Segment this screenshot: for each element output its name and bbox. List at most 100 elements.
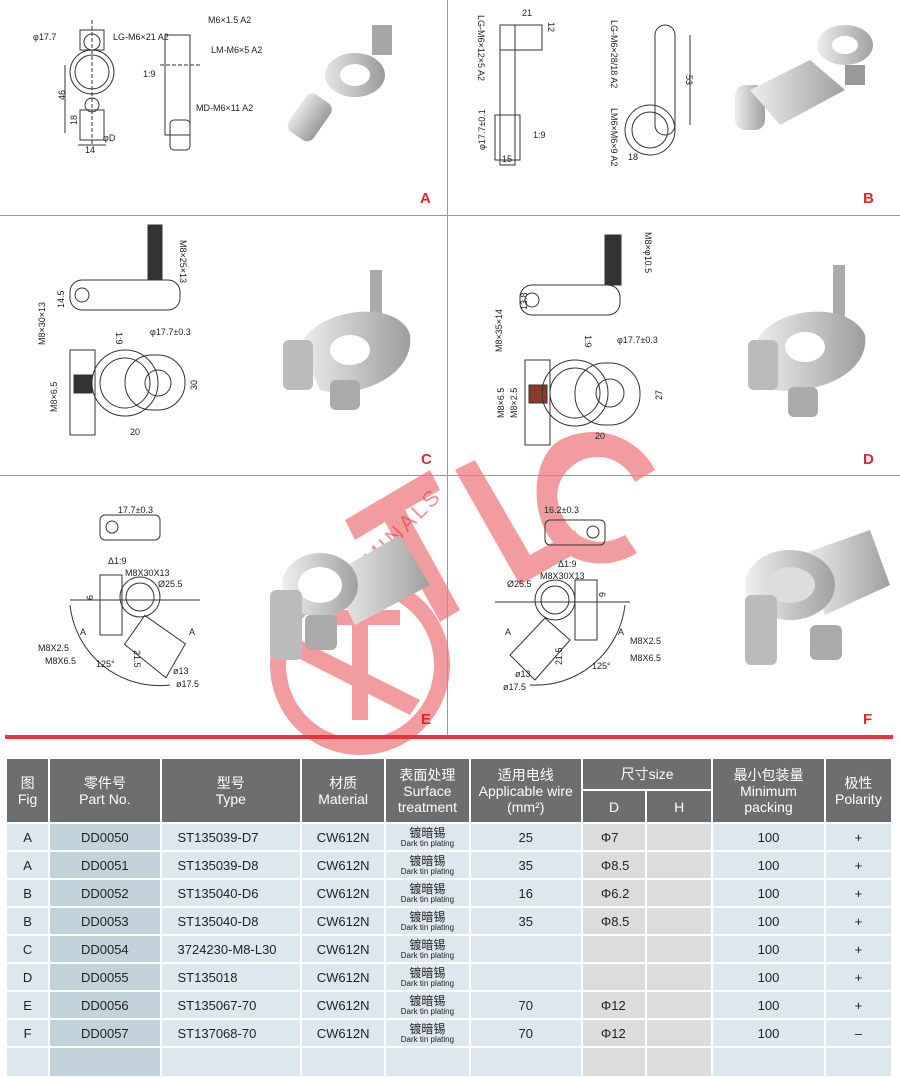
figure-letter-c: C <box>421 451 432 468</box>
technical-drawing-e <box>69 514 200 687</box>
cell-h <box>645 878 714 908</box>
cell-h <box>645 990 714 1020</box>
dimension-label: M8×6.5 <box>49 381 59 412</box>
figure-panel-e <box>0 475 447 735</box>
dimension-label: M8X2.5 <box>38 643 70 653</box>
dimension-label: 21.5 <box>132 650 142 668</box>
cell-h <box>645 1018 714 1048</box>
cell-packing: 100 <box>711 934 826 964</box>
cell-part: DD0052 <box>48 878 162 908</box>
cell-type: ST137068-70 <box>159 1018 302 1048</box>
dimension-label: ø13 <box>515 669 531 679</box>
surface-en: Dark tin plating <box>400 894 455 904</box>
dimension-label: 125° <box>96 659 115 669</box>
dimension-label: 14.5 <box>56 290 66 308</box>
cell-type: ST135067-70 <box>159 990 302 1020</box>
cell-fig: C <box>4 934 51 964</box>
figure-panel-a <box>0 0 447 215</box>
surface-cn: 镀暗锡 <box>409 909 446 924</box>
surface-cn: 镀暗锡 <box>409 993 446 1008</box>
cell-part: DD0055 <box>48 962 162 992</box>
cell-packing: 100 <box>711 878 826 908</box>
cell-polarity: + <box>823 850 894 880</box>
dimension-label: A <box>505 627 512 637</box>
cell-polarity: + <box>823 990 894 1020</box>
dimension-label: 6 <box>85 594 95 600</box>
col-header-size: 尺寸size <box>580 757 714 791</box>
cell-polarity: – <box>823 1018 894 1048</box>
panel-divider <box>0 215 900 216</box>
dimension-label: M8×25×13 <box>178 240 188 284</box>
dimension-label: 20 <box>130 427 141 437</box>
cell-type: ST135018 <box>159 962 302 992</box>
cell-h <box>645 1046 714 1078</box>
cell-h <box>645 850 714 880</box>
cell-d: Φ8.5 <box>580 850 648 880</box>
col-header-h: H <box>645 789 714 824</box>
cell-wire: 35 <box>468 906 583 936</box>
surface-en: Dark tin plating <box>400 1034 455 1044</box>
dimension-label: 53 <box>684 75 694 86</box>
dimension-label: M8X30X13 <box>540 571 585 581</box>
cell-wire: 16 <box>468 878 583 908</box>
dimension-label: LM-M6×5 A2 <box>211 45 263 55</box>
cell-type: ST135040-D6 <box>159 878 302 908</box>
surface-cn: 镀暗锡 <box>409 1021 446 1036</box>
dimension-label: 16.2±0.3 <box>544 505 579 515</box>
product-photo-c <box>283 270 411 410</box>
cell-d: Φ12 <box>580 1018 648 1048</box>
cell-polarity: + <box>823 822 894 852</box>
cell-h <box>645 962 714 992</box>
figure-letter-e: E <box>421 711 432 728</box>
dimension-label: 125° <box>592 661 611 671</box>
dimension-label: ø17.5 <box>503 682 527 692</box>
cell-polarity: + <box>823 878 894 908</box>
dimension-label: Ø25.5 <box>507 579 532 589</box>
cell-polarity <box>823 1046 894 1078</box>
technical-drawing-b <box>494 24 691 166</box>
surface-en: Dark tin plating <box>400 838 455 848</box>
cell-fig: F <box>4 1018 51 1048</box>
surface-cn: 镀暗锡 <box>409 937 446 952</box>
dimension-label: M8×2.5 <box>509 387 519 418</box>
panel-divider <box>0 475 900 476</box>
figure-panel-d <box>450 215 900 475</box>
cell-material: CW612N <box>299 1018 387 1048</box>
dimension-label: 17.7±0.3 <box>118 505 153 515</box>
dimension-label: ø17.5 <box>176 679 200 689</box>
cell-polarity: + <box>823 962 894 992</box>
figure-letter-b: B <box>863 190 874 207</box>
cell-wire: 35 <box>468 850 583 880</box>
surface-en: Dark tin plating <box>400 978 455 988</box>
col-header-d: D <box>580 789 648 824</box>
cell-fig: E <box>4 990 51 1020</box>
cell-part: DD0051 <box>48 850 162 880</box>
figure-panel-c <box>0 215 447 475</box>
figure-letter-d: D <box>863 451 874 468</box>
technical-drawing-a <box>64 20 200 151</box>
cell-h <box>645 934 714 964</box>
dimension-label: 18 <box>628 152 639 162</box>
dimension-label: 20 <box>595 431 606 441</box>
cell-material: CW612N <box>299 906 387 936</box>
cell-packing: 100 <box>711 990 826 1020</box>
cell-wire: 25 <box>468 822 583 852</box>
dimension-label: 21 <box>522 8 533 18</box>
cell-part: DD0050 <box>48 822 162 852</box>
dimension-label: 13.8 <box>519 292 529 310</box>
dimension-label: 14 <box>85 145 96 155</box>
dimension-label: M6×1.5 A2 <box>208 15 252 25</box>
